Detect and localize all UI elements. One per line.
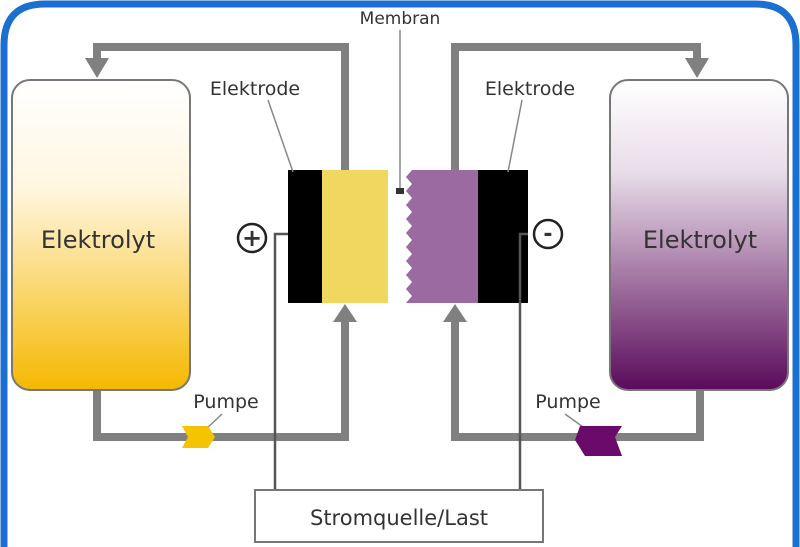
electrode-right-label: Elektrode: [485, 78, 575, 100]
pump-negative-icon: [575, 426, 622, 456]
tank-negative-electrolyte: [609, 79, 789, 391]
pipe-top-right: [451, 43, 701, 170]
source-load-box: [254, 489, 544, 543]
membrane-edge: [406, 170, 412, 303]
electrolyte-left-label: Elektrolyt: [41, 226, 155, 254]
pipe-top-left: [93, 43, 349, 170]
wires: [273, 232, 528, 490]
pump-left-label: Pumpe: [193, 391, 258, 413]
leader-lines: [204, 30, 591, 433]
half-cell-negative: [412, 170, 478, 303]
arrow-up-icon: [443, 304, 467, 322]
arrow-down-icon: [685, 58, 709, 78]
arrow-up-icon: [333, 304, 357, 322]
flow-arrows: [85, 58, 709, 322]
membrane-label: Membran: [360, 9, 441, 29]
minus-label: -: [543, 222, 552, 247]
cell: [288, 170, 528, 303]
pump-right-label: Pumpe: [535, 391, 600, 413]
electrolyte-right-label: Elektrolyt: [643, 226, 757, 254]
pump-positive-icon: [182, 426, 215, 448]
half-cell-positive: [322, 170, 388, 303]
minus-icon: [532, 218, 564, 250]
electrode-left-label: Elektrode: [210, 78, 300, 100]
source-load-label: Stromquelle/Last: [310, 506, 488, 530]
arrow-down-icon: [85, 58, 109, 78]
plus-icon: [236, 222, 268, 254]
membrane-pointer: [396, 188, 404, 194]
electrode-positive: [288, 170, 322, 303]
pipe-bottom-left: [93, 320, 349, 441]
plus-label: +: [242, 224, 262, 252]
tank-positive-electrolyte: [11, 79, 191, 391]
